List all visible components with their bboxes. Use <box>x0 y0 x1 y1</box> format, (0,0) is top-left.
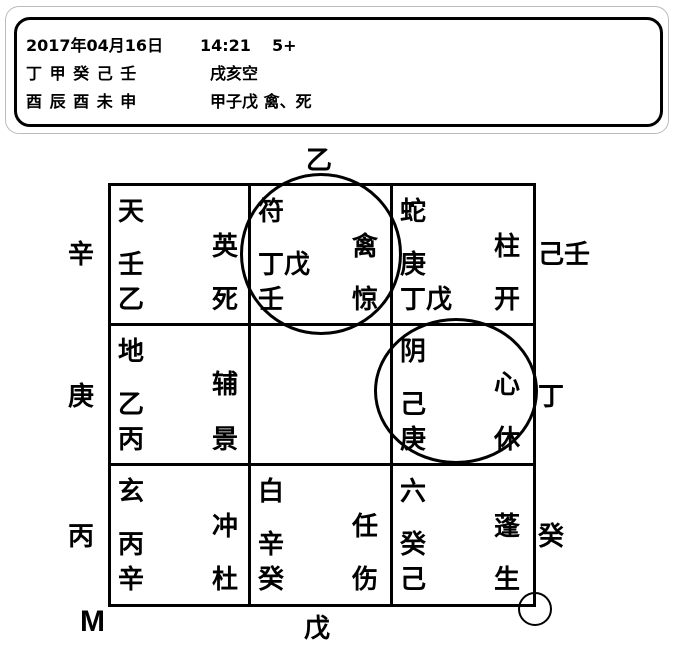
palace-w-door: 景 <box>212 425 239 455</box>
palace-nw-earth-stem: 乙 <box>118 285 145 315</box>
palace-se-god: 六 <box>400 477 427 507</box>
outer-top-label: 乙 <box>306 146 333 176</box>
palace-e-door: 休 <box>494 425 521 455</box>
outer-bottom-label: 戊 <box>304 614 331 644</box>
palace-sw-door: 杜 <box>212 565 239 595</box>
palace-ne-star: 柱 <box>494 232 521 262</box>
palace-sw-earth-stem: 辛 <box>118 565 145 595</box>
palace-se-door: 生 <box>494 565 521 595</box>
header-xunkong: 戌亥空 <box>210 64 259 83</box>
palace-n-earth-stem: 壬 <box>258 285 285 315</box>
outer-right-mid-label: 丁 <box>538 382 565 412</box>
palace-n-star: 禽 <box>352 232 379 262</box>
palace-n-god: 符 <box>258 197 285 227</box>
grid-line-col1 <box>248 183 251 607</box>
palace-nw-door: 死 <box>212 285 239 315</box>
palace-w-star: 辅 <box>212 370 239 400</box>
palace-sw-sky-stem: 丙 <box>118 530 145 560</box>
palace-s-star: 任 <box>352 512 379 542</box>
palace-e-earth-stem: 庚 <box>400 425 427 455</box>
palace-se-sky-stem: 癸 <box>400 530 427 560</box>
palace-sw-god: 玄 <box>118 477 145 507</box>
grid-line-bottom <box>108 604 536 607</box>
palace-se-star: 蓬 <box>494 512 521 542</box>
corner-mark: M <box>80 605 105 638</box>
palace-e-god: 阴 <box>400 337 427 367</box>
palace-w-earth-stem: 丙 <box>118 425 145 455</box>
palace-s-door: 伤 <box>352 565 379 595</box>
palace-nw-sky-stem: 壬 <box>118 250 145 280</box>
palace-ne-earth-stem: 丁戊 <box>400 285 453 315</box>
outer-right-bot-label: 癸 <box>538 522 565 552</box>
outer-left-mid-label: 庚 <box>68 382 95 412</box>
header-ju: 5+ <box>272 36 297 55</box>
highlight-circle-north <box>240 173 402 335</box>
header-stems: 丁 甲 癸 己 壬 <box>26 64 137 83</box>
outer-right-top-label: 己壬 <box>538 240 591 270</box>
outer-left-bot-label: 丙 <box>68 522 95 552</box>
palace-w-sky-stem: 乙 <box>118 390 145 420</box>
palace-sw-star: 冲 <box>212 512 239 542</box>
palace-e-star: 心 <box>494 370 521 400</box>
header-outer-frame <box>5 6 669 134</box>
palace-s-earth-stem: 癸 <box>258 565 285 595</box>
grid-line-row2 <box>108 463 536 466</box>
palace-s-god: 白 <box>258 477 285 507</box>
header-xunshou: 甲子戊 禽、死 <box>210 92 312 111</box>
highlight-circle-east <box>374 318 538 464</box>
palace-se-earth-stem: 己 <box>400 565 427 595</box>
header-branches: 酉 辰 酉 未 申 <box>26 92 137 111</box>
outer-left-top-label: 辛 <box>68 240 95 270</box>
header-time: 14:21 <box>200 36 251 55</box>
palace-nw-star: 英 <box>212 232 239 262</box>
palace-ne-sky-stem: 庚 <box>400 250 427 280</box>
palace-ne-god: 蛇 <box>400 197 427 227</box>
palace-w-god: 地 <box>118 337 145 367</box>
header-panel <box>14 17 663 127</box>
palace-n-door: 惊 <box>352 285 379 315</box>
header-date: 2017年04月16日 <box>26 36 164 55</box>
corner-circle <box>518 592 552 626</box>
palace-s-sky-stem: 辛 <box>258 530 285 560</box>
palace-nw-god: 天 <box>118 197 145 227</box>
palace-ne-door: 开 <box>494 285 521 315</box>
grid-line-left <box>108 183 111 607</box>
palace-e-sky-stem: 己 <box>400 390 427 420</box>
palace-n-sky-stem: 丁戊 <box>258 250 311 280</box>
